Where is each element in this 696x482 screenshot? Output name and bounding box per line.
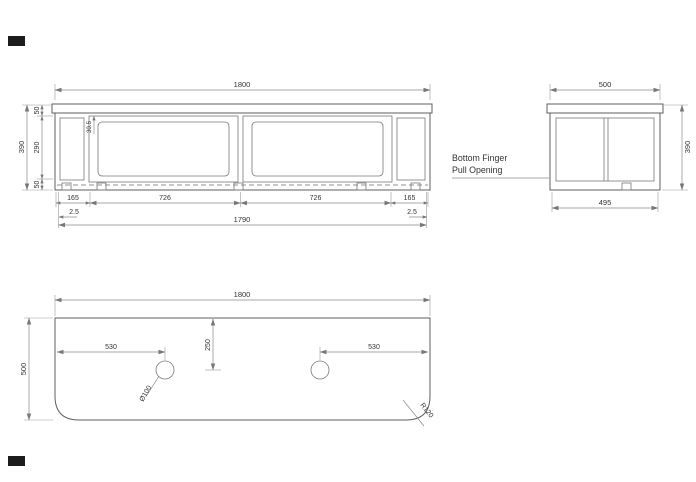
front-bottom-chain-dimension: 165 726 726 165 [55, 192, 429, 207]
left-tap-hole [155, 360, 175, 380]
front-right-door [242, 115, 393, 183]
front-left-gap-label: 2.5 [69, 209, 79, 216]
side-top-panel [546, 103, 664, 114]
front-top-panel [51, 103, 433, 114]
front-door-reveal-dimension: 30.5 [86, 115, 96, 134]
front-left-door-panel [97, 121, 230, 177]
mounting-clip [621, 182, 632, 191]
front-bottom-rail-label: 50 [34, 181, 41, 189]
front-edge-gap-dimensions: 2.5 2.5 [58, 192, 428, 228]
side-height-dimension: 390 [662, 104, 692, 191]
mounting-clip [61, 182, 72, 191]
front-left-end-label: 165 [67, 195, 79, 202]
side-internal-depth-dimension: 495 [551, 192, 659, 212]
front-door-height-label: 290 [34, 142, 41, 154]
left-hole-offset-label: 530 [105, 344, 117, 351]
front-height-label: 390 [17, 141, 26, 154]
front-mounting-clips [61, 182, 421, 191]
front-top-rail-label: 50 [34, 107, 41, 115]
hole-setback-dimension: 250 [205, 318, 221, 371]
mounting-clip [356, 182, 367, 191]
brand-mark-bottom-left [8, 456, 25, 466]
finger-pull-note-line2: Pull Opening [452, 165, 502, 175]
front-left-door-label: 726 [159, 195, 171, 202]
side-internal-depth-label: 495 [599, 198, 612, 207]
right-hole-offset-label: 530 [368, 344, 380, 351]
side-height-label: 390 [683, 141, 692, 154]
front-internal-width-dimension: 1790 [58, 215, 427, 228]
plan-width-dimension: 1800 [54, 290, 431, 316]
front-right-door-label: 726 [310, 195, 322, 202]
front-left-door [88, 115, 239, 183]
right-tap-hole [310, 360, 330, 380]
plan-depth-dimension: 500 [19, 317, 53, 421]
front-right-end-label: 165 [404, 195, 416, 202]
side-carcass-outline [549, 112, 661, 191]
brand-mark-top-left [8, 36, 25, 46]
side-depth-dimension: 500 [549, 80, 661, 100]
front-carcass-outline [54, 112, 431, 191]
mounting-clip [96, 182, 107, 191]
front-height-dimension: 390 [17, 104, 53, 191]
hole-diameter-label: Ø100 [139, 385, 154, 403]
plan-depth-label: 500 [19, 363, 28, 376]
front-elevation-view: 1800 390 50 290 50 30.5 [17, 80, 433, 228]
leader-line [146, 375, 160, 396]
hole-diameter-callout: Ø100 [139, 375, 160, 403]
left-hole-offset-dimension: 530 [56, 344, 166, 360]
front-height-chain-dimension: 50 290 50 [34, 104, 53, 191]
front-right-gap-label: 2.5 [407, 209, 417, 216]
plan-width-label: 1800 [234, 290, 251, 299]
mounting-clip [233, 182, 244, 191]
benchtop-outline [54, 317, 431, 421]
side-elevation-view: 500 390 495 Bottom Finger Pull Opening [452, 80, 692, 212]
side-depth-label: 500 [599, 80, 612, 89]
plan-view: 1800 500 530 250 530 Ø100 [19, 290, 434, 427]
finger-pull-note: Bottom Finger Pull Opening [452, 153, 549, 179]
hole-setback-label: 250 [205, 339, 212, 351]
leader-line [402, 399, 425, 427]
front-internal-width-label: 1790 [234, 215, 251, 224]
front-reveal-label: 30.5 [86, 120, 93, 133]
front-left-filler-panel [59, 117, 85, 181]
mounting-clip [410, 182, 421, 191]
right-hole-offset-dimension: 530 [319, 344, 429, 360]
front-width-label: 1800 [234, 80, 251, 89]
side-inner-panel [555, 117, 655, 182]
front-width-dimension: 1800 [54, 80, 431, 100]
finger-pull-note-line1: Bottom Finger [452, 153, 507, 163]
front-right-filler-panel [396, 117, 426, 181]
front-right-door-panel [251, 121, 384, 177]
